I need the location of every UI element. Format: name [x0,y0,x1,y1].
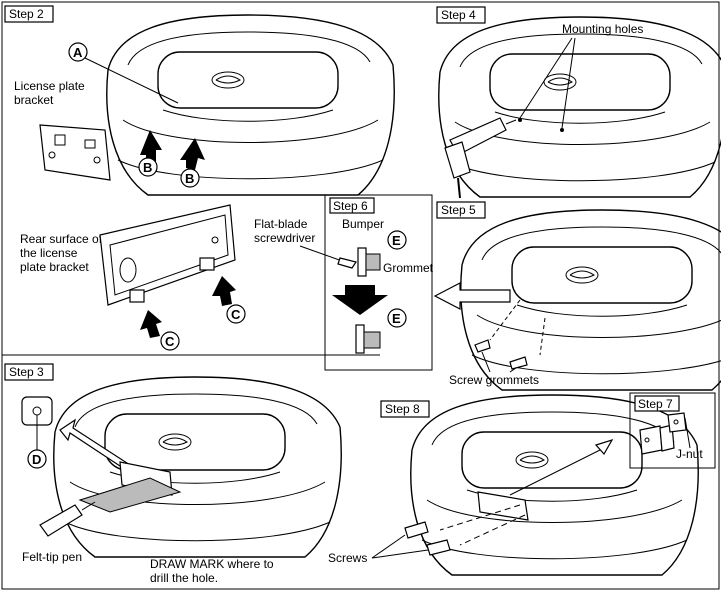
step2-box [4,5,54,23]
arrow-b-2 [180,138,205,170]
car-rear-step3 [53,376,342,558]
rear-surface-label-1: Rear surface of [20,232,103,246]
mounting-holes-label: Mounting holes [562,22,643,36]
felt-tip-pen [39,504,83,537]
screw-grommets-label: Screw grommets [449,373,539,387]
arrow-c-1 [140,310,162,338]
step8-label: Step 8 [385,402,420,416]
draw-mark-label-2: drill the hole. [150,571,218,585]
step7-label: Step 7 [638,397,673,411]
arrow-c-2 [212,276,236,306]
step2-label: Step 2 [9,7,44,21]
callout-c-2: C [231,307,241,322]
flat-blade-label-1: Flat-blade [254,217,308,231]
template-paper [78,477,182,513]
step3-label: Step 3 [9,365,44,379]
rear-surface-panel: Rear surface of the license plate bracke… [20,204,246,351]
step4-panel: Step 4 Mounting holes [436,6,721,199]
arrow-b-1 [140,130,162,165]
rear-surface-label-3: plate bracket [20,260,89,274]
license-plate-bracket-label-1: License plate [14,79,85,93]
callout-e-1: E [392,233,401,248]
step7-frame [629,392,716,469]
step6-label: Step 6 [333,199,368,213]
bracket-rear [99,204,236,306]
step2-panel: Step 2 A License plate bracket B B [4,5,395,196]
felt-tip-pen-label: Felt-tip pen [22,550,82,564]
step6-frame [324,194,433,371]
callout-d: D [32,452,41,467]
step6-down-arrow [332,285,388,315]
screw-1 [404,521,429,539]
step4-label: Step 4 [441,8,476,22]
step5-label: Step 5 [441,203,476,217]
bracket-step8 [477,491,529,521]
car-rear-step4 [438,16,721,198]
callout-e-2: E [392,311,401,326]
draw-mark-label-1: DRAW MARK where to [150,557,274,571]
step5-left-arrow [433,282,511,310]
callout-b-1: B [143,160,152,175]
rear-surface-label-2: the license [20,246,78,260]
callout-c-1: C [165,334,175,349]
bumper-label: Bumper [342,217,384,231]
callout-b-2: B [185,171,194,186]
screws-label: Screws [328,551,367,565]
license-plate-bracket [39,124,111,181]
flat-blade-label-2: screwdriver [254,231,315,245]
step5-panel: Step 5 Screw grommets [433,201,721,391]
step7-panel: Step 7 J-nut [629,392,716,469]
step6-panel: Step 6 Bumper Flat-blade screwdriver E G… [254,194,434,371]
screw-2 [426,539,451,556]
license-plate-bracket-label-2: bracket [14,93,54,107]
j-nut-label: J-nut [676,447,703,461]
j-nut [667,412,687,433]
step3-panel: Step 3 D Felt-tip pen DRAW MARK where to… [4,363,342,585]
grommet-label: Grommet [383,261,434,275]
car-rear-step8 [410,394,699,576]
callout-a: A [73,45,83,60]
callout-a-circle [68,42,88,62]
step8-panel: Step 8 Screws [328,394,699,576]
